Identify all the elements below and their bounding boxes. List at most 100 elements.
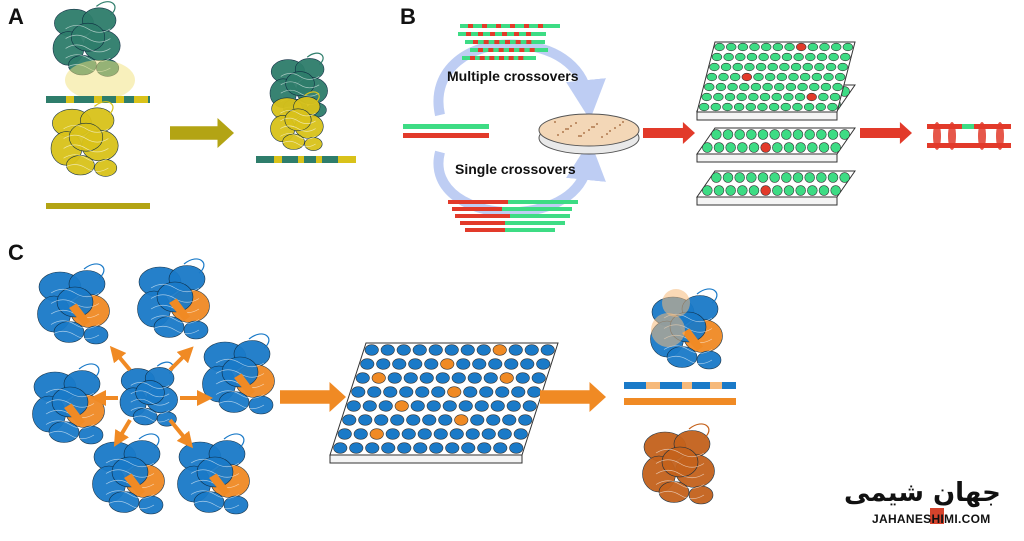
- well: [733, 102, 745, 112]
- multi-crossover-gene-0: [460, 24, 560, 28]
- well: [767, 62, 778, 72]
- well: [477, 442, 492, 454]
- well: [710, 102, 721, 112]
- well: [504, 358, 519, 370]
- well: [711, 52, 723, 62]
- well: [781, 52, 793, 62]
- well: [438, 414, 453, 426]
- well: [726, 42, 737, 52]
- well: [506, 400, 521, 412]
- well: [757, 102, 768, 112]
- well: [741, 72, 753, 82]
- well: [762, 82, 773, 92]
- well: [713, 92, 724, 102]
- single-crossover-gene-3: [460, 221, 565, 225]
- well: [829, 92, 841, 102]
- mutation-arrow-5: [168, 418, 194, 449]
- well: [483, 372, 498, 384]
- parent-gene-yellow: [46, 203, 150, 209]
- well: [804, 172, 815, 183]
- well: [349, 442, 364, 454]
- well: [396, 344, 411, 356]
- well: [820, 82, 832, 92]
- panel-label-a: A: [8, 4, 24, 29]
- well: [792, 172, 804, 183]
- panel-label-b: B: [400, 4, 416, 29]
- hotspot-highlight-1: [662, 289, 690, 317]
- well: [476, 344, 491, 356]
- well: [805, 52, 816, 62]
- well: [709, 62, 720, 72]
- variant-protein-6: [177, 433, 250, 515]
- well: [827, 129, 839, 140]
- well: [722, 172, 734, 183]
- well: [734, 129, 745, 140]
- well: [527, 386, 542, 398]
- variant-protein-1: [37, 263, 110, 345]
- well: [834, 72, 846, 82]
- well: [830, 185, 841, 196]
- well: [718, 72, 729, 82]
- improved-gene: [624, 382, 736, 389]
- well: [761, 42, 772, 52]
- well: [706, 72, 718, 82]
- well: [842, 42, 854, 52]
- well: [518, 414, 533, 426]
- well: [750, 82, 762, 92]
- well: [387, 372, 402, 384]
- well: [722, 129, 734, 140]
- well: [424, 358, 439, 370]
- well: [479, 386, 494, 398]
- well: [795, 142, 806, 153]
- panel-label-c: C: [8, 240, 24, 265]
- well: [333, 442, 348, 454]
- well: [406, 414, 421, 426]
- well: [781, 129, 792, 140]
- arrow-b-1: [643, 122, 695, 144]
- variant-protein-4: [32, 363, 105, 445]
- well: [772, 42, 784, 52]
- well: [828, 52, 839, 62]
- well: [365, 442, 380, 454]
- well: [727, 82, 738, 92]
- well: [456, 358, 471, 370]
- well: [460, 344, 475, 356]
- well: [465, 428, 480, 440]
- well: [394, 400, 409, 412]
- well: [772, 185, 783, 196]
- selected-chimeras: [927, 122, 1011, 150]
- well: [488, 358, 503, 370]
- well: [807, 142, 818, 153]
- well: [490, 400, 505, 412]
- well: [711, 129, 722, 140]
- well: [445, 442, 460, 454]
- well: [444, 344, 459, 356]
- well: [362, 400, 377, 412]
- well: [429, 442, 444, 454]
- well: [779, 62, 790, 72]
- well: [757, 129, 769, 140]
- multiple-crossovers-caption: Multiple crossovers: [447, 68, 579, 84]
- multi-crossover-gene-4: [462, 56, 536, 60]
- well: [433, 428, 448, 440]
- well: [467, 372, 482, 384]
- well: [713, 142, 725, 153]
- well: [737, 185, 748, 196]
- well: [499, 372, 514, 384]
- well: [360, 358, 375, 370]
- well: [827, 172, 839, 183]
- well: [769, 172, 780, 183]
- well: [702, 185, 713, 196]
- well: [392, 358, 407, 370]
- well: [788, 72, 799, 82]
- well: [461, 442, 476, 454]
- single-crossovers-caption: Single crossovers: [455, 161, 576, 177]
- well: [426, 400, 441, 412]
- well: [758, 52, 769, 62]
- well: [371, 372, 386, 384]
- well: [768, 102, 780, 112]
- well: [380, 344, 395, 356]
- cycle-arrow-top: [433, 39, 606, 120]
- well: [795, 185, 806, 196]
